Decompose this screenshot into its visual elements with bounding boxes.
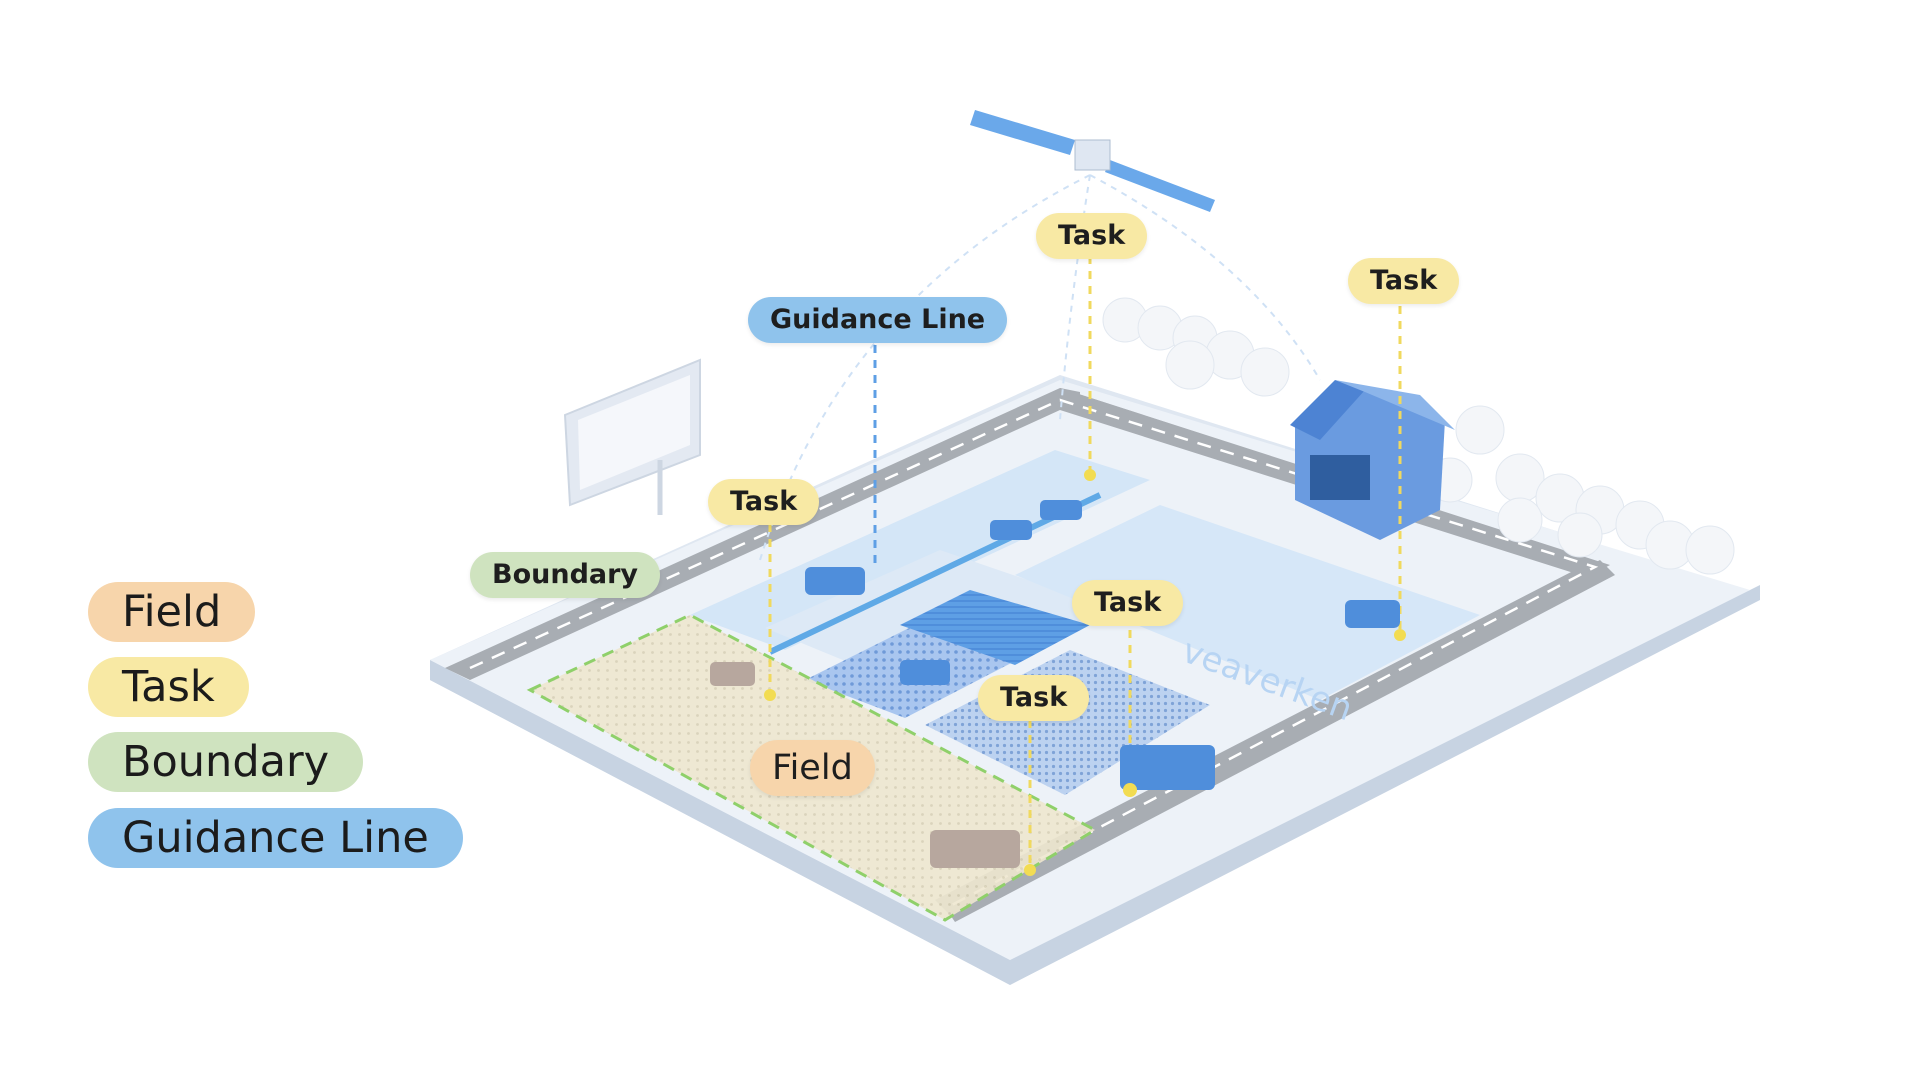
task-tag-barn: Task xyxy=(1348,258,1460,304)
task-tag-lower: Task xyxy=(978,675,1090,721)
tractor-vehicles xyxy=(710,500,1400,868)
boundary-tag: Boundary xyxy=(470,552,661,598)
tree-row xyxy=(1102,297,1735,575)
task-points xyxy=(764,469,1406,876)
legend-item-field: Field xyxy=(88,582,256,642)
tag-connectors xyxy=(768,256,1402,870)
road-network xyxy=(445,388,1615,922)
guidance-line-tag: Guidance Line xyxy=(748,297,1008,343)
satellite-icon xyxy=(970,110,1215,212)
billboard-screen xyxy=(563,358,701,515)
field-tag: Field xyxy=(750,740,875,796)
legend-item-task: Task xyxy=(88,657,249,717)
barn-building xyxy=(1290,380,1455,540)
legend-item-guidance-line: Guidance Line xyxy=(88,808,463,868)
task-tag-satellite: Task xyxy=(1036,213,1148,259)
task-tag-center: Task xyxy=(1072,580,1184,626)
legend-item-boundary: Boundary xyxy=(88,732,364,792)
task-tag-left: Task xyxy=(708,479,820,525)
guidance-line-path xyxy=(768,492,1102,655)
